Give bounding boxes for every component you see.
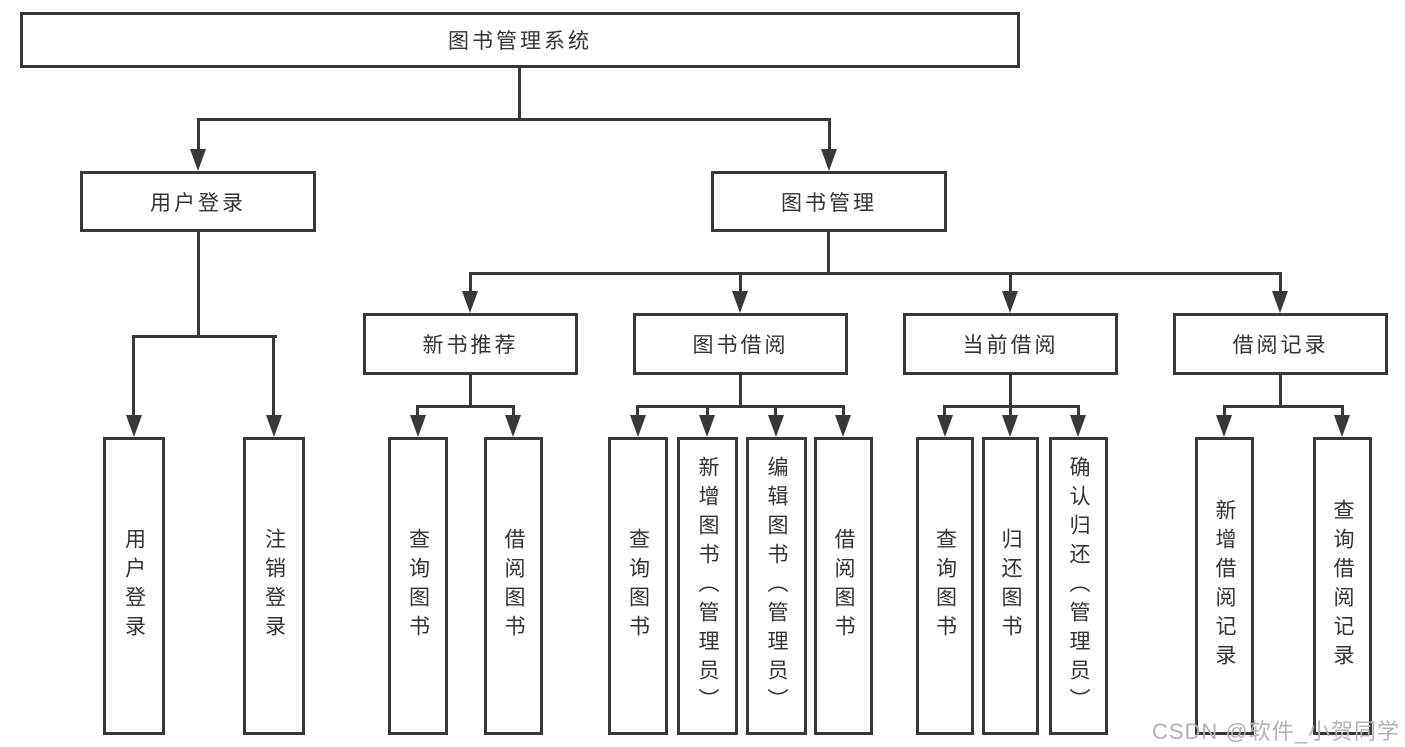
connector-line [416, 405, 419, 415]
connector-line [1341, 405, 1344, 415]
leaf-add-borrow-record-label: 新增借阅记录 [1213, 499, 1236, 673]
arrow-down-icon [410, 415, 426, 437]
connector-line [706, 405, 709, 415]
leaf-add-book-admin: 新增图书（管理员） [677, 437, 738, 735]
node-book-borrowing: 图书借阅 [633, 313, 848, 375]
node-root: 图书管理系统 [20, 12, 1020, 68]
csdn-watermark: CSDN @软件_小贺同学 [1151, 719, 1400, 744]
connector-line [197, 118, 831, 121]
node-user-login: 用户登录 [80, 171, 316, 232]
leaf-query-books-borrowing-label: 查询图书 [626, 528, 650, 644]
node-borrow-records: 借阅记录 [1173, 313, 1388, 375]
leaf-user-login-label: 用户登录 [122, 528, 146, 644]
node-book-borrowing-label: 图书借阅 [692, 334, 789, 357]
connector-line [1009, 405, 1012, 415]
node-current-borrowing: 当前借阅 [903, 313, 1118, 375]
leaf-return-books: 归还图书 [982, 437, 1039, 735]
node-book-management-label: 图书管理 [781, 191, 877, 215]
leaf-logout-label: 注销登录 [262, 528, 286, 644]
arrow-down-icon [768, 415, 784, 437]
leaf-confirm-return-admin-label: 确认归还（管理员） [1067, 455, 1090, 717]
leaf-query-borrow-record-label: 查询借阅记录 [1331, 499, 1354, 673]
connector-line [1279, 272, 1282, 291]
connector-line [1223, 405, 1226, 415]
node-root-label: 图书管理系统 [448, 30, 592, 53]
node-new-book-recommend-label: 新书推荐 [422, 334, 519, 357]
arrow-down-icon [1216, 415, 1232, 437]
connector-line [1223, 405, 1344, 408]
node-current-borrowing-label: 当前借阅 [962, 334, 1059, 357]
connector-line [739, 272, 742, 291]
node-book-management: 图书管理 [711, 171, 947, 232]
arrow-down-icon [266, 415, 282, 437]
leaf-query-books-current: 查询图书 [916, 437, 974, 735]
leaf-query-books-recommend-label: 查询图书 [406, 528, 430, 644]
connector-line [132, 335, 135, 415]
connector-line [518, 68, 521, 118]
leaf-confirm-return-admin: 确认归还（管理员） [1049, 437, 1108, 735]
arrow-down-icon [126, 415, 142, 437]
leaf-user-login: 用户登录 [103, 437, 165, 735]
connector-line [1009, 375, 1012, 405]
connector-line [842, 405, 845, 415]
connector-line [943, 405, 946, 415]
arrow-down-icon [821, 149, 837, 171]
connector-line [512, 405, 515, 415]
arrow-down-icon [937, 415, 953, 437]
leaf-borrow-books-recommend: 借阅图书 [484, 437, 543, 735]
arrow-down-icon [732, 291, 748, 313]
connector-line [739, 375, 742, 405]
connector-line [636, 405, 639, 415]
connector-line [1009, 272, 1012, 291]
node-borrow-records-label: 借阅记录 [1232, 334, 1329, 357]
arrow-down-icon [630, 415, 646, 437]
leaf-query-books-recommend: 查询图书 [388, 437, 448, 735]
connector-line [197, 232, 200, 335]
arrow-down-icon [1334, 415, 1350, 437]
node-new-book-recommend: 新书推荐 [363, 313, 578, 375]
arrow-down-icon [1272, 291, 1288, 313]
connector-line [827, 232, 830, 272]
connector-line [636, 405, 845, 408]
leaf-borrow-books-recommend-label: 借阅图书 [502, 528, 525, 644]
leaf-return-books-label: 归还图书 [999, 528, 1022, 644]
connector-line [469, 272, 1282, 275]
leaf-edit-book-admin: 编辑图书（管理员） [746, 437, 807, 735]
connector-line [197, 118, 200, 149]
connector-line [416, 405, 515, 408]
leaf-edit-book-admin-label: 编辑图书（管理员） [765, 455, 788, 717]
arrow-down-icon [190, 149, 206, 171]
connector-line [1279, 375, 1282, 405]
arrow-down-icon [835, 415, 851, 437]
connector-line [774, 405, 777, 415]
arrow-down-icon [1002, 291, 1018, 313]
node-user-login-label: 用户登录 [150, 191, 246, 215]
leaf-query-books-borrowing: 查询图书 [608, 437, 668, 735]
arrow-down-icon [1002, 415, 1018, 437]
arrow-down-icon [1070, 415, 1086, 437]
leaf-borrow-books-borrowing: 借阅图书 [814, 437, 873, 735]
connector-line [133, 335, 277, 338]
leaf-logout: 注销登录 [243, 437, 305, 735]
leaf-add-book-admin-label: 新增图书（管理员） [696, 455, 719, 717]
connector-line [1077, 405, 1080, 415]
leaf-add-borrow-record: 新增借阅记录 [1195, 437, 1254, 735]
leaf-query-borrow-record: 查询借阅记录 [1313, 437, 1372, 735]
arrow-down-icon [462, 291, 478, 313]
leaf-query-books-current-label: 查询图书 [933, 528, 957, 644]
arrow-down-icon [699, 415, 715, 437]
connector-line [272, 335, 275, 415]
connector-line [469, 272, 472, 291]
arrow-down-icon [505, 415, 521, 437]
connector-line [828, 118, 831, 149]
leaf-borrow-books-borrowing-label: 借阅图书 [832, 528, 855, 644]
connector-line [469, 375, 472, 405]
